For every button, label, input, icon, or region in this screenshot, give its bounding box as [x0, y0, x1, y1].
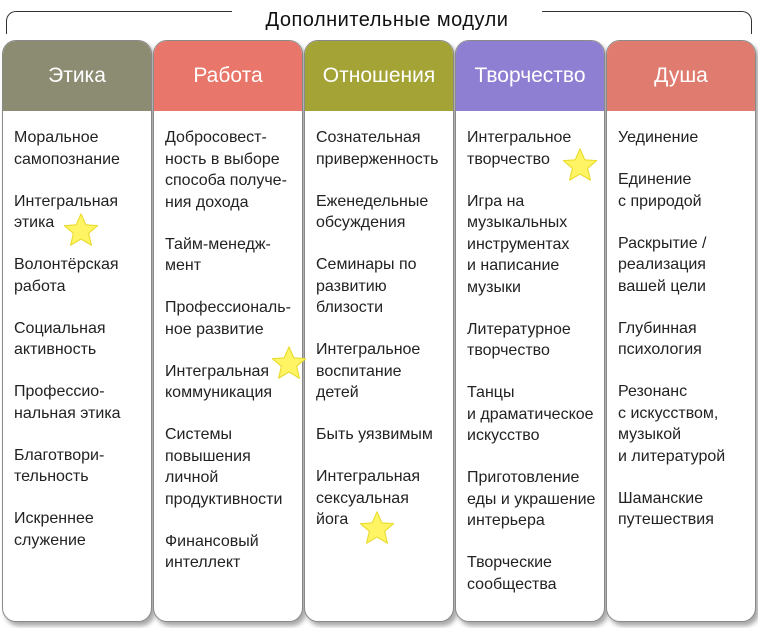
list-item: Финансовый интеллект — [165, 532, 259, 572]
column-items-creativity: Интегральное творчество Игра на музыкаль… — [456, 111, 604, 595]
list-item: Литературное творчество — [467, 320, 571, 360]
list-item: Еженедельные обсуждения — [316, 192, 429, 232]
list-item: Резонанс с искусством, музыкой и литерат… — [618, 383, 726, 465]
list-item: Танцы и драматическое искусство — [467, 384, 594, 444]
list-item: Моральное самопознание — [14, 129, 120, 168]
column-header-soul: Душа — [607, 41, 755, 111]
list-item: Благотвори- тельность — [14, 446, 105, 486]
list-item: Семинары по развитию близости — [316, 256, 417, 316]
column-items-soul: Уединение Единение с природой Раскрытие … — [607, 111, 755, 531]
star-icon — [62, 211, 100, 249]
list-item: Интегральная этика — [14, 192, 119, 232]
star-icon — [561, 146, 599, 184]
column-header-creativity: Творчество — [456, 41, 604, 111]
list-item: Приготовление еды и украшение интерьера — [467, 469, 596, 529]
list-item: Профессио- нальная этика — [14, 383, 121, 422]
list-item: Искреннее служение — [14, 510, 94, 549]
list-item: Добросовест- ность в выборе способа полу… — [165, 129, 287, 211]
list-item: Раскрытие / реализация вашей цели — [618, 234, 707, 295]
list-item: Шаманские путешествия — [618, 489, 714, 529]
column-items-ethics: Моральное самопознание Интегральная этик… — [3, 111, 151, 551]
list-item: Интегральная сексуальная йога — [316, 468, 421, 528]
list-item: Быть уязвимым — [316, 426, 433, 443]
column-relations: Отношения Сознательная приверженность Еж… — [304, 40, 454, 622]
list-item: Тайм-менедж- мент — [165, 235, 271, 275]
page-title: Дополнительные модули — [232, 8, 542, 32]
list-item: Интегральная коммуникация — [165, 362, 273, 402]
list-item: Творческие сообщества — [467, 554, 557, 593]
list-item: Профессиональ- ное развитие — [165, 299, 291, 338]
list-item: Сознательная приверженность — [316, 129, 439, 168]
column-items-relations: Сознательная приверженность Еженедельные… — [305, 111, 453, 531]
list-item: Волонтёрская работа — [14, 256, 119, 295]
list-item: Интегральное творчество — [467, 129, 572, 168]
star-icon — [270, 344, 308, 382]
title-bracket: Дополнительные модули — [6, 8, 752, 35]
list-item: Единение с природой — [618, 171, 702, 210]
list-item: Игра на музыкальных инструментах и напис… — [467, 192, 570, 296]
star-icon — [358, 509, 396, 547]
column-items-work: Добросовест- ность в выборе способа полу… — [154, 111, 302, 574]
column-work: Работа Добросовест- ность в выборе спосо… — [153, 40, 303, 622]
list-item: Социальная активность — [14, 319, 106, 359]
column-header-relations: Отношения — [305, 41, 453, 111]
list-item: Интегральное воспитание детей — [316, 341, 421, 401]
list-item: Системы повышения личной продуктивности — [165, 426, 283, 508]
column-header-ethics: Этика — [3, 41, 151, 111]
list-item: Уединение — [618, 129, 699, 146]
column-header-work: Работа — [154, 41, 302, 111]
column-creativity: Творчество Интегральное творчество Игра … — [455, 40, 605, 622]
column-soul: Душа Уединение Единение с природой Раскр… — [606, 40, 756, 622]
column-ethics: Этика Моральное самопознание Интегральна… — [2, 40, 152, 622]
list-item: Глубинная психология — [618, 319, 702, 359]
